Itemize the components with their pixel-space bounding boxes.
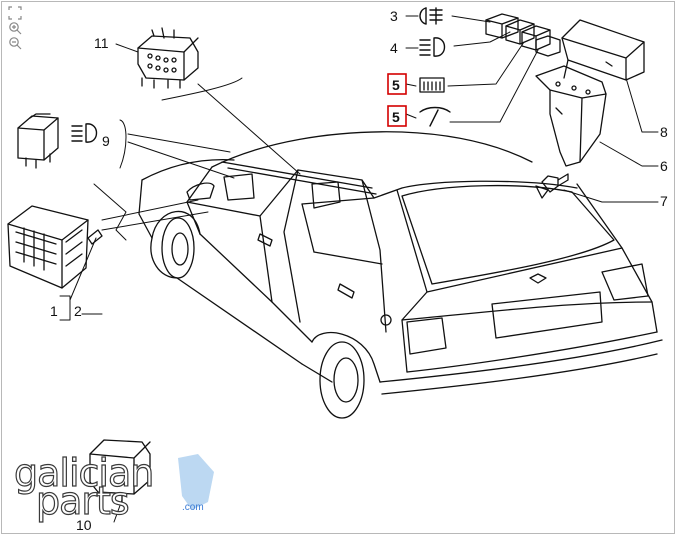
callout-6[interactable]: 6 — [660, 158, 668, 174]
highlight-box-5a — [387, 73, 407, 95]
callout-1[interactable]: 1 — [50, 303, 58, 319]
part-8-cover — [561, 19, 645, 81]
part-6-bracket — [535, 65, 607, 167]
part-10-relay — [89, 439, 151, 505]
part-9-relay — [17, 113, 59, 169]
car-body — [138, 131, 663, 419]
fit-to-screen-icon[interactable] — [8, 6, 22, 20]
callout-9[interactable]: 9 — [102, 133, 110, 149]
side-mirror — [186, 182, 215, 201]
rear-defroster-icon — [419, 77, 445, 93]
watermark-accent-shape — [178, 454, 214, 510]
relay-cluster — [485, 13, 561, 57]
zoom-in-icon[interactable] — [8, 21, 22, 35]
zoom-out-icon[interactable] — [8, 36, 22, 50]
callout-4[interactable]: 4 — [390, 40, 398, 56]
main-beam-icon — [71, 123, 98, 143]
wiper-icon — [419, 106, 451, 127]
callout-3[interactable]: 3 — [390, 8, 398, 24]
callout-5a[interactable]: 5 — [392, 77, 400, 93]
rear-window — [401, 184, 615, 285]
rear-fog-lamp-icon — [419, 7, 443, 25]
callout-5b[interactable]: 5 — [392, 109, 400, 125]
part-2-fuse — [87, 229, 103, 245]
callout-8[interactable]: 8 — [660, 124, 668, 140]
callout-2[interactable]: 2 — [74, 303, 82, 319]
callout-10[interactable]: 10 — [76, 517, 92, 533]
watermark-logo: galician parts .com — [13, 450, 214, 524]
rear-wheel — [319, 341, 365, 419]
part-11-connector-block — [137, 27, 199, 89]
front-wheel — [161, 217, 195, 279]
callout-7[interactable]: 7 — [660, 193, 668, 209]
callout-11[interactable]: 11 — [94, 35, 109, 51]
watermark-line2: parts — [36, 479, 129, 523]
license-plate — [491, 291, 603, 339]
part-1-fuse-box — [7, 205, 89, 289]
part-7-screw — [535, 173, 569, 199]
watermark-domain: .com — [182, 502, 204, 513]
headlamp-icon — [419, 37, 446, 57]
watermark-line1: galician — [14, 451, 153, 495]
zoom-toolbar — [8, 6, 24, 50]
highlight-box-5b — [387, 105, 407, 127]
leader-lines — [59, 15, 659, 523]
